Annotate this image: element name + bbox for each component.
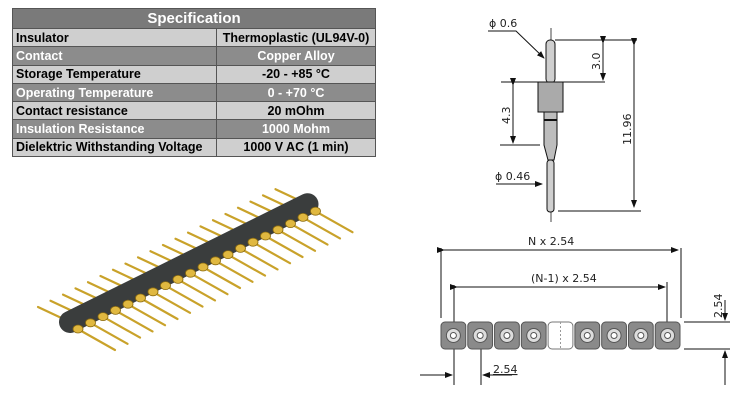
row-value: 1000 Mohm	[216, 119, 376, 139]
front-pin	[237, 246, 279, 271]
front-pin	[212, 258, 254, 283]
pin-collar	[235, 243, 246, 253]
contact-hole	[530, 332, 538, 339]
front-pin	[287, 221, 329, 246]
front-pin	[74, 326, 117, 352]
contact-hole	[583, 332, 591, 339]
table-row: Storage Temperature-20 - +85 °C	[12, 64, 376, 84]
pin-collar	[160, 281, 171, 291]
front-pin	[87, 320, 129, 345]
front-pin	[299, 215, 342, 240]
tip-diameter-leader	[488, 30, 545, 59]
pin-collar	[210, 256, 221, 266]
strip-top-drawing	[420, 247, 730, 385]
tip-length-label: 3.0	[590, 53, 603, 71]
total-length-label: 11.96	[621, 114, 634, 146]
front-pin	[274, 227, 317, 252]
front-pin	[149, 289, 192, 314]
front-pin	[162, 283, 204, 308]
pin-collar	[285, 219, 296, 229]
front-pin	[312, 209, 354, 234]
pitch-label: 2.54	[493, 363, 518, 376]
front-pin	[224, 252, 267, 277]
front-pin	[249, 240, 292, 265]
pin-collar	[185, 268, 196, 278]
pin-collar	[272, 225, 284, 235]
pin-collar	[222, 250, 234, 260]
row-value: 1000 V AC (1 min)	[216, 137, 376, 158]
pin-collar	[110, 305, 121, 315]
pin-collar	[72, 324, 84, 334]
row-label: Storage Temperature	[12, 64, 217, 84]
pin-collar	[172, 274, 184, 284]
pin-collar	[85, 318, 96, 328]
front-pin	[174, 277, 217, 302]
pin-collar	[297, 212, 309, 222]
pin-tail	[546, 159, 555, 213]
front-pin	[137, 295, 179, 321]
tail-diameter-label: ϕ 0.46	[495, 170, 530, 183]
contact-hole	[664, 332, 672, 339]
front-pin	[262, 233, 304, 259]
front-pin	[199, 264, 242, 290]
pin-header-photo	[36, 188, 354, 352]
row-label: Dielektric Withstanding Voltage	[12, 137, 217, 158]
insulator-body	[59, 193, 319, 333]
pin-tip	[545, 39, 556, 84]
row-value: 20 mOhm	[216, 101, 376, 121]
pin-collar	[97, 312, 109, 322]
pin-collar	[135, 293, 146, 303]
pin-collar	[122, 299, 134, 309]
contact-hole	[476, 332, 484, 339]
pin-collar	[310, 206, 321, 216]
width-label: 2.54	[712, 294, 725, 319]
row-value: Copper Alloy	[216, 46, 376, 66]
row-value: 0 - +70 °C	[216, 82, 376, 103]
contact-hole	[449, 332, 457, 339]
row-label: Insulator	[12, 27, 217, 48]
row-value: Thermoplastic (UL94V-0)	[216, 27, 376, 48]
overall-length-label: N x 2.54	[528, 235, 574, 248]
front-pin	[124, 302, 167, 327]
pin-body	[543, 111, 558, 161]
pin-collar	[147, 287, 159, 297]
contact-hole	[503, 332, 511, 339]
front-pin	[187, 271, 229, 296]
pin-collar	[260, 231, 271, 241]
front-pin	[112, 308, 154, 333]
row-value: -20 - +85 °C	[216, 64, 376, 84]
strip-cells	[440, 321, 681, 350]
pin-collar	[537, 81, 564, 113]
pin-collar	[247, 237, 259, 247]
pin-collar	[197, 262, 209, 272]
tip-diameter-label: ϕ 0.6	[489, 17, 517, 30]
collar-length-label: 4.3	[500, 107, 513, 125]
pin-side-drawing	[488, 28, 641, 222]
front-pin	[99, 314, 142, 339]
table-title: Specification	[12, 8, 376, 29]
contact-hole	[610, 332, 618, 339]
contact-hole	[637, 332, 645, 339]
pitch-span-label: (N-1) x 2.54	[531, 272, 597, 285]
